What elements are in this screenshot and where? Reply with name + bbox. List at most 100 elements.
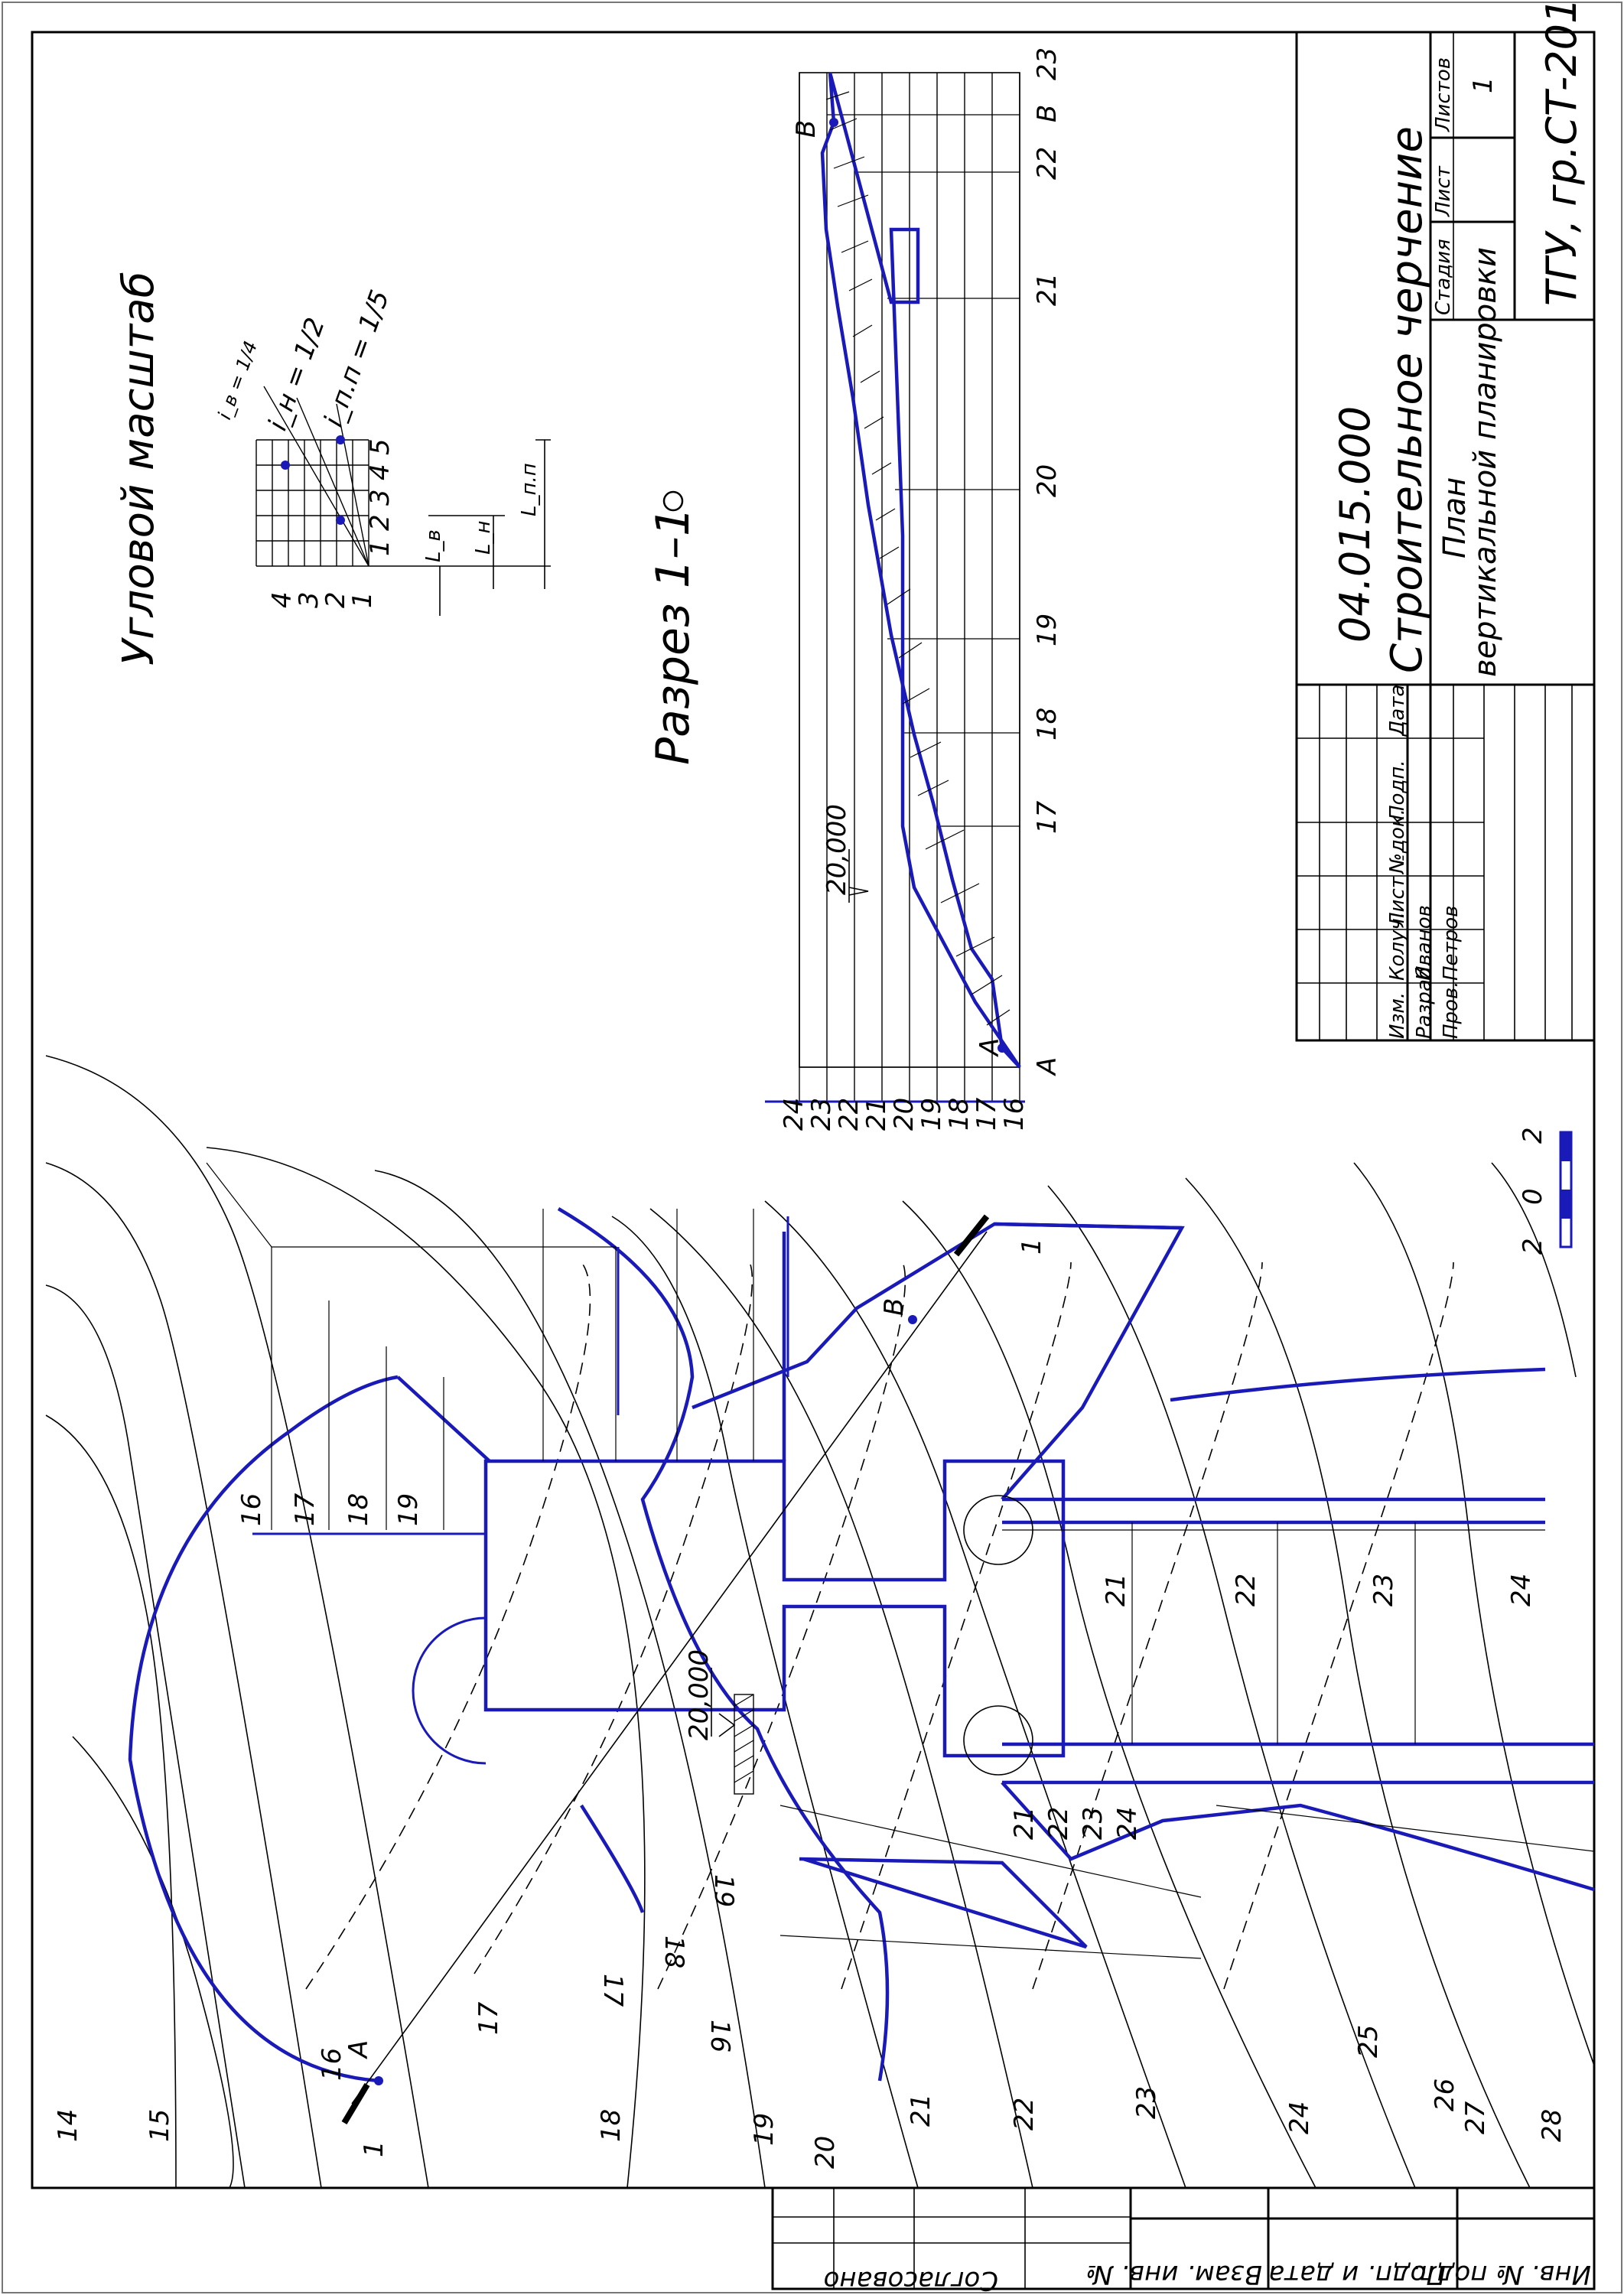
design-fill-boundary bbox=[128, 1375, 399, 2083]
col-qty: Колуч. bbox=[1386, 912, 1409, 981]
section-elev-18: 18 bbox=[944, 1098, 975, 1131]
contour-label-14: 14 bbox=[53, 2109, 83, 2142]
scale-tick-bottom-4: 4 bbox=[365, 464, 395, 480]
section-1-1: Разрез 1–1 bbox=[646, 47, 1063, 1131]
section-elev-19: 19 bbox=[916, 1098, 947, 1131]
plan-point bbox=[908, 1315, 917, 1324]
angular-scale-grid bbox=[255, 386, 369, 567]
contour-label-17: 17 bbox=[474, 2001, 504, 2035]
dashed-contour bbox=[841, 1261, 1072, 1990]
scale-bar-left: 2 bbox=[1518, 1127, 1548, 1144]
drawing-code: 04.015.000 bbox=[1331, 406, 1379, 643]
section-point-b: B bbox=[791, 120, 822, 138]
stage-header: Стадия bbox=[1432, 239, 1455, 315]
contour-label-25: 25 bbox=[1353, 2025, 1384, 2058]
construction-line bbox=[779, 1805, 1202, 1898]
ray bbox=[263, 386, 369, 567]
role-developer: Разраб. bbox=[1413, 961, 1436, 1039]
contour-label-28: 28 bbox=[1537, 2109, 1567, 2142]
design-bottom-16: 16 bbox=[705, 2020, 735, 2052]
station-20: 20 bbox=[1032, 464, 1063, 497]
design-top-17: 17 bbox=[290, 1493, 321, 1526]
site-plan: A B 1 1 20,000 14 15 16 17 18 19 20 21 2… bbox=[45, 1055, 1595, 2189]
contour-label-15: 15 bbox=[145, 2109, 175, 2142]
scale-tick-left-3: 3 bbox=[294, 591, 324, 608]
design-right-23: 23 bbox=[1369, 1574, 1399, 1606]
station-b: B bbox=[1032, 105, 1063, 122]
section-elev-23: 23 bbox=[806, 1098, 837, 1131]
contour-line bbox=[374, 1170, 766, 2189]
slope-left bbox=[580, 1804, 645, 1913]
cut-marker bbox=[341, 2082, 370, 2125]
revision-grid bbox=[1297, 685, 1573, 1040]
plan-point-b: B bbox=[879, 1298, 910, 1316]
dim-ln: L_н bbox=[472, 521, 495, 555]
section-station-lines bbox=[799, 114, 1020, 1068]
contour-line bbox=[45, 1162, 322, 2189]
section-hatch bbox=[825, 91, 1011, 1026]
station-18: 18 bbox=[1032, 708, 1063, 741]
section-design-line bbox=[828, 72, 1021, 1069]
plan-cut-label-top: 1 bbox=[1017, 1238, 1047, 1255]
agreed-box bbox=[771, 2186, 1132, 2290]
section-elev-20: 20 bbox=[889, 1098, 919, 1131]
section-point-a: A bbox=[975, 1038, 1005, 1057]
plan-cut-label-bottom: 1 bbox=[359, 2140, 389, 2157]
building-outline bbox=[483, 1459, 1066, 1758]
col-date: Дата bbox=[1386, 685, 1409, 737]
construction-line bbox=[1216, 1805, 1595, 1852]
section-title: Разрез 1–1 bbox=[646, 507, 700, 765]
embankment-mid bbox=[1170, 1367, 1546, 1402]
station-19: 19 bbox=[1032, 614, 1063, 646]
station-22: 22 bbox=[1032, 147, 1063, 180]
dim-lv: L_в bbox=[422, 529, 445, 562]
role-checker: Пров. bbox=[1440, 981, 1463, 1039]
road-edge bbox=[557, 1207, 890, 2082]
existing-contours bbox=[45, 1055, 1595, 2189]
contour-line bbox=[1185, 1177, 1531, 2189]
design-bottom-18: 18 bbox=[659, 1935, 689, 1968]
drawing-title-2: вертикальной планировки bbox=[1468, 247, 1503, 677]
contour-label-19: 19 bbox=[749, 2113, 779, 2146]
contour-line bbox=[45, 1055, 429, 2189]
contour-label-23: 23 bbox=[1131, 2086, 1162, 2119]
ray bbox=[336, 403, 369, 567]
embankment-top bbox=[692, 1222, 1183, 1410]
plan-construction-lines bbox=[206, 1162, 1595, 1959]
scale-tick-bottom-5: 5 bbox=[365, 438, 395, 455]
scale-point bbox=[336, 435, 345, 444]
scale-tick-bottom-1: 1 bbox=[365, 539, 395, 556]
scale-tick-bottom-2: 2 bbox=[365, 514, 395, 531]
embankment-right bbox=[994, 1222, 1185, 1501]
station-17: 17 bbox=[1032, 800, 1063, 834]
design-right-24: 24 bbox=[1506, 1574, 1537, 1606]
cut-marker bbox=[953, 1214, 990, 1257]
design-bottom-17: 17 bbox=[597, 1974, 628, 2007]
scale-bar-zero: 0 bbox=[1518, 1188, 1548, 1205]
dim-lpp: L_п.п bbox=[518, 463, 541, 516]
agreed-label: Согласовано bbox=[824, 2265, 998, 2295]
scale-bar-segment bbox=[1561, 1132, 1571, 1161]
ray bbox=[296, 397, 369, 567]
contour-line bbox=[611, 1216, 919, 2189]
cut-line-1-1 bbox=[351, 1231, 988, 2105]
plan-point-a: A bbox=[343, 2040, 374, 2059]
slope-label-pp: i_п.п = 1/5 bbox=[318, 286, 395, 431]
dashed-contour bbox=[657, 1261, 906, 1990]
contour-line bbox=[45, 1284, 246, 2189]
design-mid-23: 23 bbox=[1078, 1807, 1108, 1840]
col-sign: Подп. bbox=[1386, 760, 1409, 820]
embankment-bottom bbox=[1001, 1781, 1595, 1892]
design-top-19: 19 bbox=[393, 1493, 424, 1526]
scale-bar: 2 0 2 bbox=[1518, 1127, 1573, 1255]
col-change: Изм. bbox=[1386, 992, 1409, 1039]
angular-scale: Угловой масштаб i_н = 1/2 i_п.п = 1/5 i_… bbox=[114, 272, 551, 666]
scale-point bbox=[336, 516, 345, 525]
name-developer: Иванов bbox=[1413, 905, 1436, 981]
design-mid-21: 21 bbox=[1009, 1807, 1040, 1840]
section-point bbox=[998, 1043, 1007, 1053]
contour-label-16: 16 bbox=[317, 2048, 347, 2081]
plan-level-mark: 20,000 bbox=[684, 1649, 754, 1795]
